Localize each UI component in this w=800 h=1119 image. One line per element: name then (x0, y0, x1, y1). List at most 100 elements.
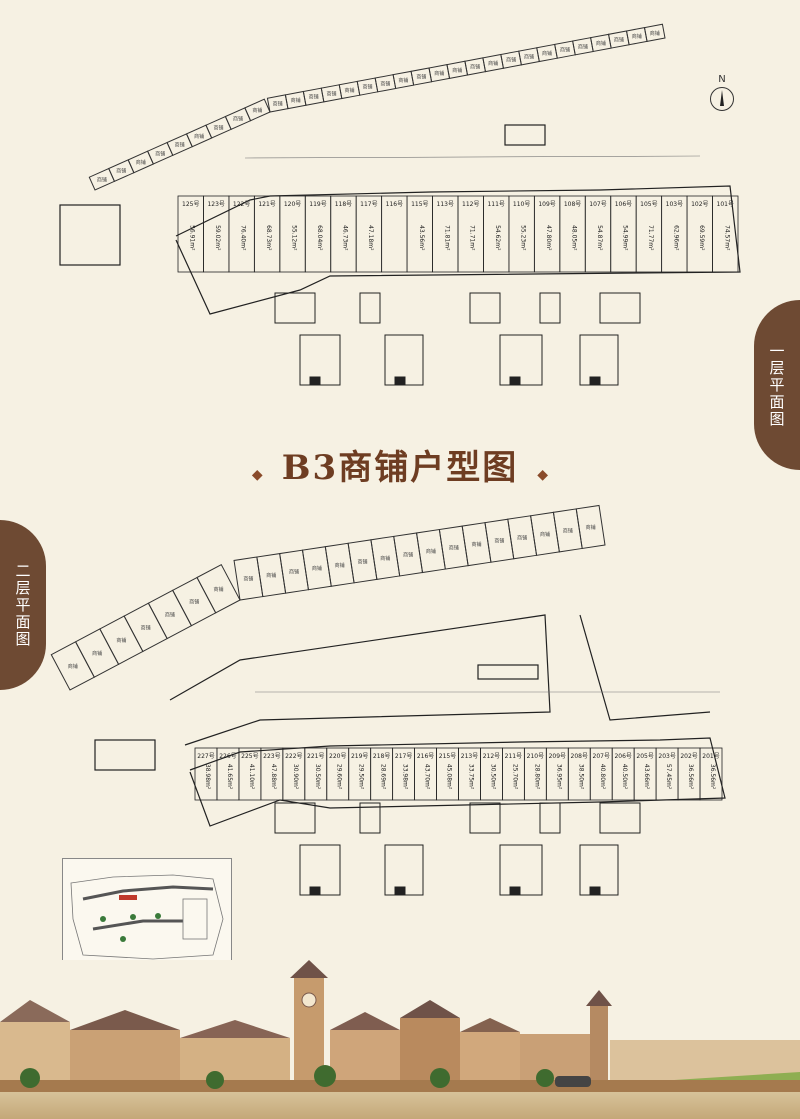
floor1-stair-block (539, 292, 561, 324)
floor1-unit-area: 62.96m² (672, 225, 679, 251)
floor2-unit-area: 41.10m² (248, 764, 255, 790)
floor1-unit-area: 55.23m² (520, 225, 527, 251)
floor2-unit-number: 220号 (329, 753, 346, 760)
floor1-unit-area: 47.80m² (545, 225, 552, 251)
floor2-column (394, 886, 406, 896)
floor2-unit-number: 215号 (439, 753, 456, 760)
floor1-unit-number: 111号 (487, 201, 504, 208)
floor1-unit-outline (177, 195, 204, 273)
floor1-units: 101号74.57m²102号69.59m²103号62.96m²105号71.… (177, 195, 739, 273)
floor2-arcade-shop-label: 商铺 (312, 565, 322, 572)
floor1-unit-number: 110号 (513, 201, 530, 208)
floor1-label-tab: 一层平面图 (754, 300, 800, 470)
floor2-arcade-shop-label: 商铺 (335, 562, 345, 569)
floor1-unit-number: 122号 (233, 201, 250, 208)
floor1-arcade-shop-label: 商铺 (398, 77, 408, 84)
floor1-unit-area: 71.71m² (469, 225, 476, 251)
floor1-west-block (59, 204, 121, 266)
floor1-unit-number: 103号 (666, 201, 683, 208)
floor2-unit-outline (194, 747, 218, 801)
floor1-arcade-shop-label: 商铺 (650, 30, 660, 37)
floor2-unit-area: 38.98m² (204, 764, 211, 790)
floor1-stair-block (599, 292, 641, 324)
page-title: B3商铺户型图 (281, 448, 519, 488)
floor1-arcade-west-shop-label: 商铺 (136, 159, 146, 166)
floor2-escalator (477, 664, 539, 680)
floor2-unit-number: 225号 (241, 753, 258, 760)
floor1-unit-number: 113号 (437, 201, 454, 208)
floor2-unit-number: 223号 (263, 753, 280, 760)
floor1-arcade-west-shop-label: 商铺 (155, 150, 165, 157)
floor2-shop-strip: 商铺商铺商铺商铺商铺商铺商铺商铺商铺商铺商铺商铺商铺商铺商铺商铺商铺商铺商铺商铺… (50, 504, 606, 691)
floor1-arcade-shop-label: 商铺 (524, 53, 534, 60)
floor2-stair-block (274, 802, 316, 834)
floor1-arcade-shop-label: 商铺 (291, 97, 301, 104)
floor1-arcade-west-shop-label: 商铺 (97, 176, 107, 183)
floor1-unit-number: 123号 (207, 201, 224, 208)
floor2-unit-area: 45.08m² (446, 764, 453, 790)
floor2-unit-number: 201号 (702, 753, 719, 760)
north-label: N (718, 74, 726, 85)
floor2-unit-area: 36.56m² (709, 764, 716, 790)
floor2-unit-area: 40.50m² (621, 764, 628, 790)
floor2-column (509, 886, 521, 896)
floor2-arcade-west-shop-label: 商铺 (189, 599, 199, 606)
floor2-unit-area: 29.50m² (358, 764, 365, 790)
floor2-unit-number: 221号 (307, 753, 324, 760)
floor2-main-outline (189, 737, 726, 827)
floor1-stair-block (274, 292, 316, 324)
floor1-unit-number: 116号 (386, 201, 403, 208)
floor1-unit-number: 119号 (309, 201, 326, 208)
floor1-stair-block (359, 292, 381, 324)
floor2-unit: 215号 45.08m² (436, 747, 459, 801)
floor1-arcade-west-shop-label: 商铺 (252, 107, 262, 114)
ground-band (0, 1092, 800, 1119)
floor2-unit-number: 202号 (680, 753, 697, 760)
floor2-arcade-shop-label: 商铺 (289, 569, 299, 576)
floor1-unit-area: 68.04m² (316, 225, 323, 251)
floor2-arcade-shop-label: 商铺 (586, 524, 596, 531)
floor1-arcade-shop-label: 商铺 (488, 60, 498, 67)
floor2-units: 201号36.56m²202号36.56m²203号57.45m²205号43.… (194, 747, 723, 801)
floor1-unit-number: 102号 (691, 201, 708, 208)
floor2-unit-area: 30.50m² (314, 764, 321, 790)
floor2-arcade-west-shop-label: 商铺 (92, 650, 102, 657)
floor1-column (509, 376, 521, 386)
floor1-arcade-shop-label: 商铺 (309, 94, 319, 101)
floor1-arcade-west-cell (88, 167, 116, 191)
key-map-drawing (70, 874, 224, 960)
floor2-column (589, 886, 601, 896)
floor2-unit-area: 30.50m² (489, 764, 496, 790)
floor2-stair-block (539, 802, 561, 834)
town-illustration (0, 960, 800, 1095)
north-arrow: N (708, 74, 736, 111)
floor-plan-drawing: 商铺商铺商铺商铺商铺商铺商铺商铺商铺商铺商铺商铺商铺商铺商铺商铺商铺商铺商铺商铺… (50, 23, 741, 896)
floor1-arcade-shop-label: 商铺 (327, 90, 337, 97)
floor2-arcade-west-shop-label: 商铺 (165, 611, 175, 618)
floor1-unit-number: 120号 (284, 201, 301, 208)
floor1-unit-number: 115号 (411, 201, 428, 208)
floor1-arcade-shop-label: 商铺 (632, 33, 642, 40)
floor1-arcade-west-shop-label: 商铺 (175, 142, 185, 149)
floor2-unit-area: 33.98m² (402, 764, 409, 790)
floor1-arcade-shop-label: 商铺 (416, 74, 426, 81)
floor2-unit-area: 29.60m² (336, 764, 343, 790)
floor2-unit-number: 226号 (219, 753, 236, 760)
floor2-arcade-west-shop-label: 商铺 (116, 637, 126, 644)
floor1-unit-area: 46.73m² (341, 225, 348, 251)
floor2-unit-area: 28.69m² (380, 764, 387, 790)
floor1-stair-hatch (504, 124, 546, 146)
floor1-arcade-shop-label: 商铺 (344, 87, 354, 94)
floor2-unit-number: 217号 (395, 753, 412, 760)
